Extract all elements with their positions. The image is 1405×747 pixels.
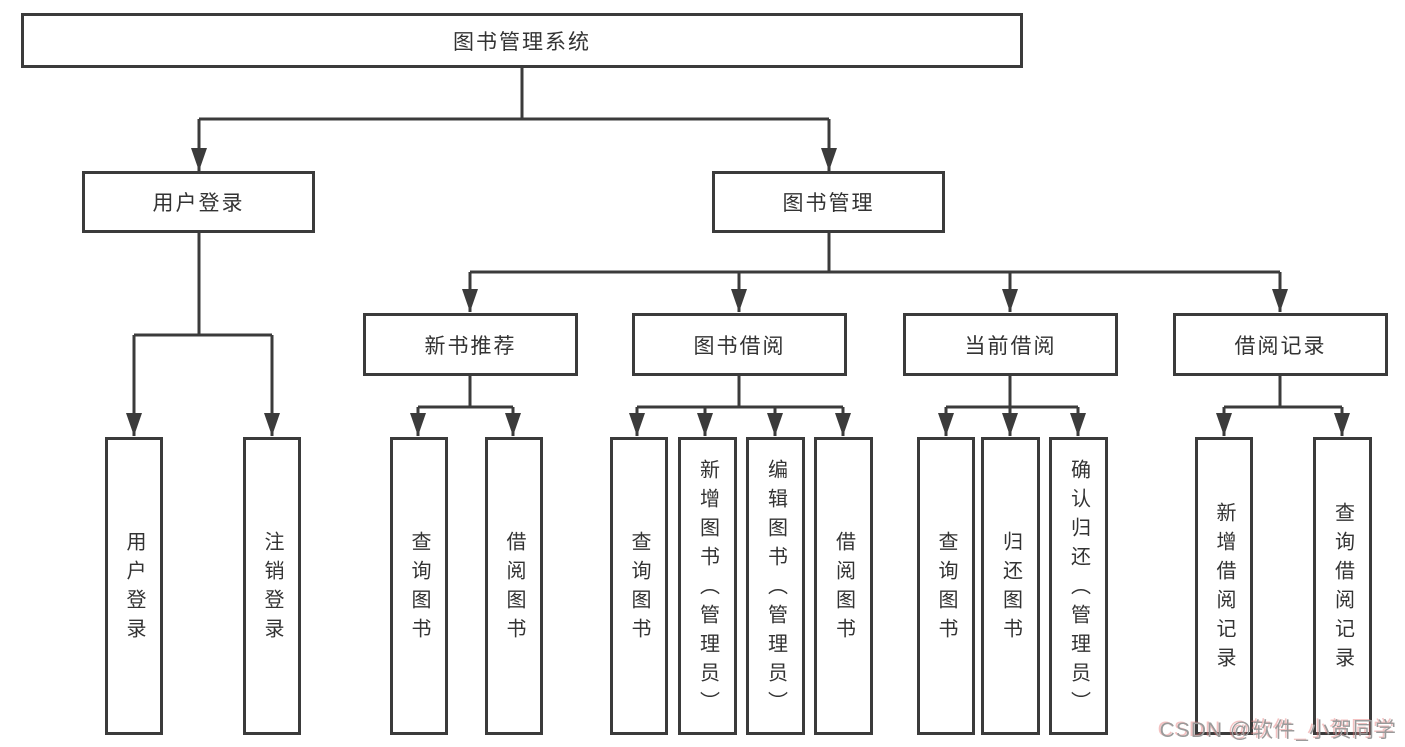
leaf-query-book-current: 查询图书 (917, 437, 975, 735)
node-book-borrow: 图书借阅 (632, 313, 847, 376)
node-book-management: 图书管理 (712, 171, 945, 233)
leaf-query-book-borrow: 查询图书 (610, 437, 668, 735)
leaf-borrow-book: 借阅图书 (814, 437, 873, 735)
node-user-login: 用户登录 (82, 171, 315, 233)
leaf-return-book: 归还图书 (981, 437, 1040, 735)
leaf-query-book-recommend: 查询图书 (390, 437, 448, 735)
node-new-book-recommend: 新书推荐 (363, 313, 578, 376)
node-root-system: 图书管理系统 (21, 13, 1023, 68)
node-borrow-record: 借阅记录 (1173, 313, 1388, 376)
leaf-borrow-book-recommend: 借阅图书 (485, 437, 543, 735)
leaf-edit-book-admin: 编辑图书（管理员） (746, 437, 805, 735)
leaf-logout: 注销登录 (243, 437, 301, 735)
node-current-borrow: 当前借阅 (903, 313, 1118, 376)
leaf-add-borrow-record: 新增借阅记录 (1195, 437, 1253, 735)
leaf-add-book-admin: 新增图书（管理员） (678, 437, 737, 735)
csdn-watermark: CSDN @软件_小贺同学 (1159, 719, 1397, 742)
leaf-query-borrow-record: 查询借阅记录 (1313, 437, 1372, 735)
leaf-confirm-return-admin: 确认归还（管理员） (1049, 437, 1108, 735)
leaf-user-login: 用户登录 (105, 437, 163, 735)
